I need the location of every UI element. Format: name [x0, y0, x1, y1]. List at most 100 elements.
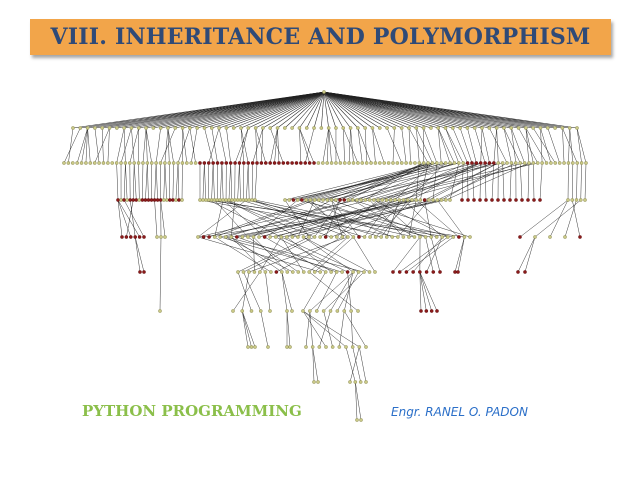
- leaf-class-node: [431, 270, 436, 274]
- inheritance-edge: [133, 162, 135, 201]
- class-node: [334, 126, 338, 130]
- inheritance-edge: [292, 199, 442, 238]
- inheritance-edge: [131, 127, 135, 164]
- inheritance-edge: [169, 162, 171, 201]
- class-node: [373, 270, 377, 274]
- inheritance-edge: [437, 199, 465, 238]
- inheritance-edge: [419, 271, 432, 312]
- class-node: [129, 126, 134, 130]
- class-node: [370, 126, 375, 130]
- class-node: [296, 235, 300, 239]
- class-node: [125, 198, 129, 202]
- inheritance-edge: [123, 199, 145, 238]
- class-node: [280, 270, 284, 274]
- inheritance-edge: [350, 127, 354, 164]
- class-node: [509, 126, 514, 130]
- class-node: [516, 126, 521, 130]
- inheritance-edge: [313, 91, 325, 129]
- inheritance-edge: [240, 91, 325, 129]
- inheritance-edge: [303, 236, 354, 273]
- inheritance-edge: [408, 127, 429, 164]
- inheritance-edge: [190, 127, 198, 164]
- inheritance-edge: [323, 91, 351, 129]
- inheritance-edge: [424, 199, 432, 238]
- class-node: [579, 161, 584, 165]
- inheritance-edge: [281, 271, 288, 312]
- inheritance-edge: [532, 127, 556, 164]
- inheritance-edge: [310, 162, 437, 201]
- class-node: [323, 270, 328, 274]
- class-node: [335, 309, 340, 313]
- inheritance-edge: [321, 91, 325, 129]
- class-node: [350, 345, 355, 349]
- class-node: [240, 309, 245, 313]
- class-node: [340, 270, 344, 274]
- class-node: [79, 161, 84, 165]
- class-node: [417, 161, 422, 165]
- class-node: [505, 161, 509, 165]
- class-node: [144, 126, 148, 130]
- leaf-class-node: [262, 235, 267, 239]
- leaf-class-node: [520, 198, 524, 202]
- class-node: [268, 126, 273, 130]
- class-node: [385, 126, 389, 130]
- class-node: [136, 126, 141, 130]
- tree-nodes: [62, 90, 588, 422]
- inheritance-edge: [524, 236, 536, 273]
- inheritance-edge: [525, 127, 547, 164]
- inheritance-edge: [237, 162, 240, 201]
- class-node: [367, 270, 372, 274]
- inheritance-edge: [242, 310, 256, 348]
- inheritance-edge: [167, 127, 170, 164]
- inheritance-edge: [281, 236, 359, 273]
- inheritance-edge: [123, 127, 126, 164]
- inheritance-edge: [262, 91, 325, 129]
- inheritance-edge: [76, 127, 88, 164]
- inheritance-edge: [569, 127, 574, 164]
- class-node: [240, 235, 245, 239]
- leaf-class-node: [578, 235, 582, 239]
- inheritance-edge: [182, 127, 188, 164]
- inheritance-edge: [160, 127, 176, 164]
- inheritance-edge: [251, 162, 253, 201]
- leaf-class-node: [303, 161, 308, 165]
- inheritance-edge: [197, 91, 325, 129]
- inheritance-edge: [270, 127, 284, 164]
- class-node: [137, 198, 142, 202]
- class-node: [246, 345, 250, 349]
- inheritance-edge: [221, 162, 224, 201]
- leaf-class-node: [457, 235, 461, 239]
- class-node: [465, 126, 470, 130]
- leaf-class-node: [514, 198, 518, 202]
- class-node: [317, 198, 321, 202]
- inheritance-edge: [167, 91, 325, 129]
- inheritance-edge: [323, 271, 365, 312]
- class-node: [106, 161, 110, 165]
- inheritance-edge: [437, 127, 442, 164]
- inheritance-edge: [408, 199, 417, 238]
- class-node: [434, 235, 439, 239]
- class-node: [319, 126, 324, 130]
- class-node: [115, 126, 119, 130]
- inheritance-edge: [242, 310, 249, 348]
- inheritance-edge: [233, 91, 325, 129]
- inheritance-edge: [261, 127, 264, 164]
- inheritance-edge: [177, 127, 191, 164]
- class-node: [285, 309, 289, 313]
- inheritance-edge: [205, 199, 465, 238]
- class-node: [445, 235, 450, 239]
- leaf-class-node: [177, 198, 181, 202]
- inheritance-edge: [94, 127, 100, 164]
- inheritance-edge: [299, 127, 310, 164]
- inheritance-edge: [325, 199, 341, 238]
- class-node: [101, 161, 106, 165]
- author-label: Engr. RANEL O. PADON: [391, 405, 528, 419]
- class-node: [78, 126, 83, 130]
- class-node: [567, 126, 572, 130]
- inheritance-edge: [277, 91, 325, 129]
- inheritance-edge: [214, 199, 224, 238]
- inheritance-edge: [302, 271, 326, 312]
- inheritance-edge: [302, 310, 347, 348]
- class-node: [167, 161, 172, 165]
- inheritance-edge: [449, 162, 460, 201]
